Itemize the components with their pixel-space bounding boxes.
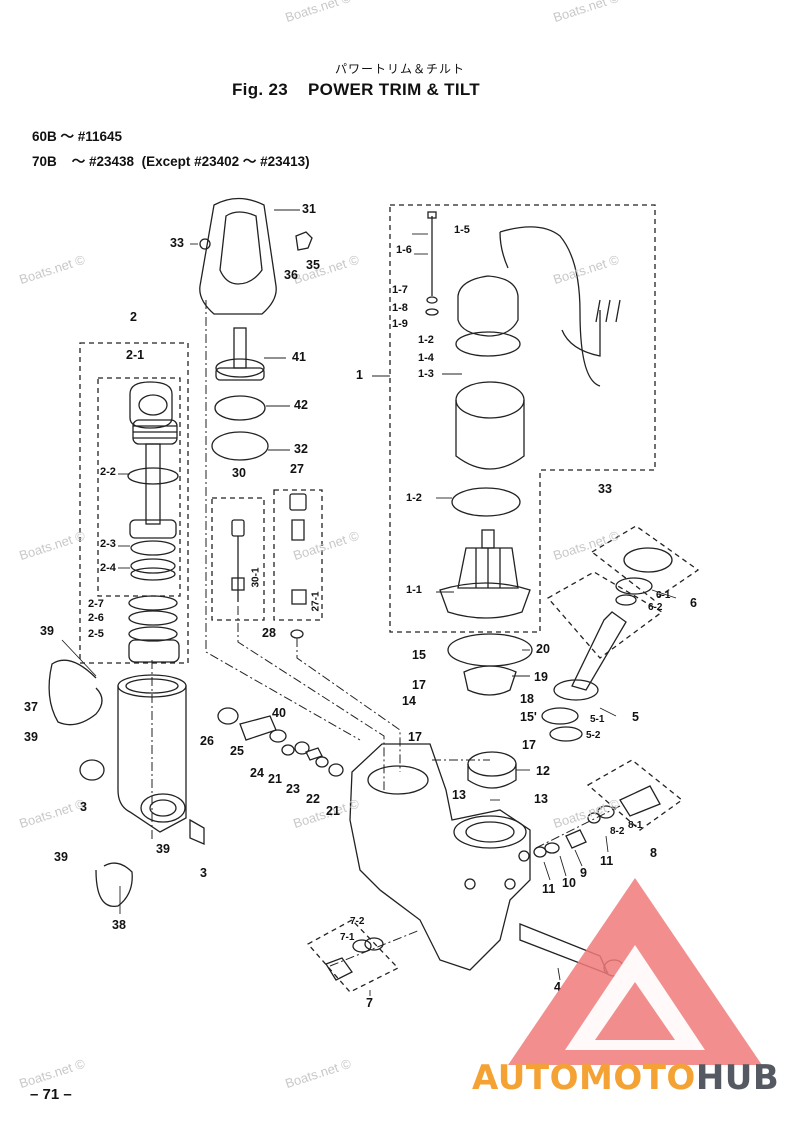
callout-label: 2-7 bbox=[88, 598, 104, 610]
callout-label: 2-1 bbox=[126, 348, 145, 362]
callout-label: 9 bbox=[580, 866, 587, 880]
callout-label: 27 bbox=[290, 462, 304, 476]
automotohub-logo-triangle bbox=[508, 878, 762, 1065]
callout-label: 1-3 bbox=[418, 368, 434, 380]
callout-label: 37 bbox=[24, 700, 38, 714]
callout-label: 39 bbox=[24, 730, 38, 744]
callout-label: 2-6 bbox=[88, 612, 104, 624]
callout-label: 26 bbox=[200, 734, 214, 748]
main-housing bbox=[349, 743, 531, 971]
callout-label: 8-2 bbox=[610, 826, 625, 837]
callout-label: 13 bbox=[534, 792, 548, 806]
serial-range-70b: 70B ～ #23438 (Except #23402 ～ #23413) bbox=[32, 154, 310, 169]
callout-label: 1-7 bbox=[392, 284, 408, 296]
callout-label: 17 bbox=[412, 678, 426, 692]
callout-label: 33 bbox=[598, 482, 612, 496]
callout-label: 19 bbox=[534, 670, 548, 684]
japanese-title: パワートリム＆チルト bbox=[334, 62, 465, 76]
callout-label: 4 bbox=[554, 980, 561, 994]
callout-label: 1-4 bbox=[418, 352, 434, 364]
callout-label: 5-1 bbox=[590, 714, 605, 725]
logo-part-moto: MOTO bbox=[578, 1058, 696, 1098]
top-cover bbox=[199, 197, 313, 315]
callout-label: 39 bbox=[40, 624, 54, 638]
callout-label: 42 bbox=[294, 398, 308, 412]
automotohub-logo-text: AUTOMOTOHUB bbox=[472, 1058, 779, 1098]
callout-label: 2-3 bbox=[100, 538, 116, 550]
callout-label: 18 bbox=[520, 692, 534, 706]
serial-range-60b: 60B ～ #11645 bbox=[32, 129, 123, 144]
logo-part-auto: AUTO bbox=[472, 1058, 579, 1098]
hose-37 bbox=[48, 659, 103, 726]
callout-label: 2-4 bbox=[100, 562, 116, 574]
callout-label: 41 bbox=[292, 350, 306, 364]
callout-label: 1-1 bbox=[406, 584, 422, 596]
callout-label: 33 bbox=[170, 236, 184, 250]
callout-label: 2 bbox=[130, 310, 137, 324]
group-boundaries bbox=[79, 204, 700, 993]
callout-label: 3 bbox=[200, 866, 207, 880]
callout-label: 27-1 bbox=[310, 591, 322, 612]
callout-label: 39 bbox=[54, 850, 68, 864]
callout-label: 7-2 bbox=[350, 916, 365, 927]
callout-label: 21 bbox=[326, 804, 340, 818]
logo-part-hub: HUB bbox=[695, 1058, 780, 1098]
callout-label: 1-8 bbox=[392, 302, 408, 314]
callout-label: 21 bbox=[268, 772, 282, 786]
page-number: – 71 – bbox=[30, 1086, 72, 1103]
callout-label: 10 bbox=[562, 876, 576, 890]
callout-label: 20 bbox=[536, 642, 550, 656]
trim-cylinder bbox=[79, 381, 205, 845]
callout-label: 40 bbox=[272, 706, 286, 720]
callout-label: 7-1 bbox=[340, 932, 355, 943]
callout-label: 1-6 bbox=[396, 244, 412, 256]
callout-label: 32 bbox=[294, 442, 308, 456]
callout-label: 8-1 bbox=[628, 820, 643, 831]
callout-label: 14 bbox=[402, 694, 416, 708]
callout-label: 1-2 bbox=[418, 334, 434, 346]
callout-label: 6-1 bbox=[656, 590, 671, 601]
callout-label: 6-2 bbox=[648, 602, 663, 613]
callout-label: 17 bbox=[408, 730, 422, 744]
callout-label: 30-1 bbox=[250, 567, 262, 588]
callout-label: 2-2 bbox=[100, 466, 116, 478]
figure-title: Fig. 23 POWER TRIM & TILT bbox=[232, 80, 480, 99]
callout-label: 6 bbox=[690, 596, 697, 610]
callout-label: 30 bbox=[232, 466, 246, 480]
callout-label: 8 bbox=[650, 846, 657, 860]
callout-label: 5 bbox=[632, 710, 639, 724]
callout-label: 1-2 bbox=[406, 492, 422, 504]
callout-label: 2-5 bbox=[88, 628, 104, 640]
callout-label: 7 bbox=[366, 996, 373, 1010]
callout-label: 15 bbox=[412, 648, 426, 662]
callout-label: 28 bbox=[262, 626, 276, 640]
callout-label: 22 bbox=[306, 792, 320, 806]
callout-label: 1-5 bbox=[454, 224, 470, 236]
callout-label: 3 bbox=[80, 800, 87, 814]
callout-label: 1 bbox=[356, 368, 363, 382]
callout-label: 11 bbox=[542, 882, 556, 896]
callout-label: 25 bbox=[230, 744, 244, 758]
motor-assembly bbox=[425, 211, 621, 619]
callout-label: 35 bbox=[306, 258, 320, 272]
callout-label: 15' bbox=[520, 710, 537, 724]
callout-label: 23 bbox=[286, 782, 300, 796]
callout-label: 1-9 bbox=[392, 318, 408, 330]
callout-label: 5-2 bbox=[586, 730, 601, 741]
callout-label: 13 bbox=[452, 788, 466, 802]
callout-label: 31 bbox=[302, 202, 316, 216]
callout-label: 17 bbox=[522, 738, 536, 752]
callout-label: 11 bbox=[600, 854, 614, 868]
callout-label: 36 bbox=[284, 268, 298, 282]
callout-label: 12 bbox=[536, 764, 550, 778]
callout-label: 39 bbox=[156, 842, 170, 856]
callout-label: 38 bbox=[112, 918, 126, 932]
callout-label: 24 bbox=[250, 766, 264, 780]
hose-38 bbox=[95, 862, 133, 907]
